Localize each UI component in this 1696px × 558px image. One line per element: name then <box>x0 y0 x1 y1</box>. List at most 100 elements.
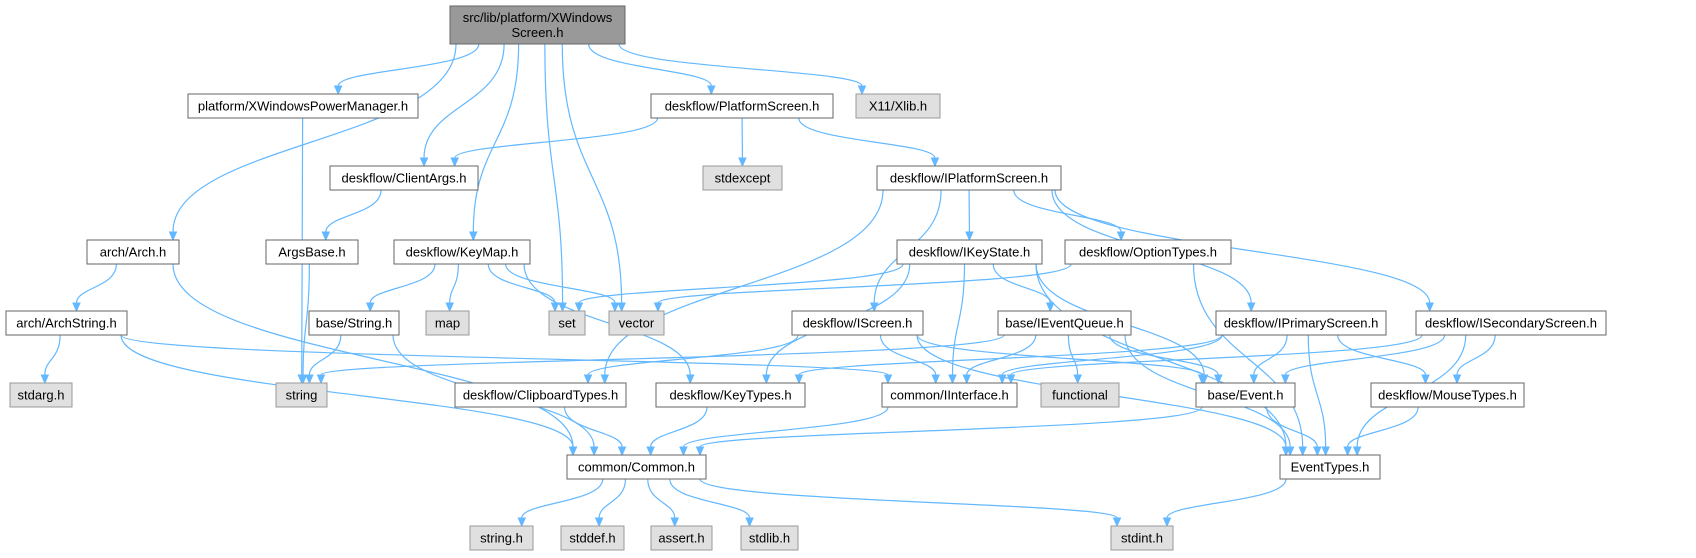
node-box <box>566 454 707 480</box>
node-box <box>449 5 626 45</box>
node-label: arch/Arch.h <box>100 245 166 260</box>
node-arch[interactable]: arch/Arch.h <box>86 239 180 265</box>
node-ikeystate[interactable]: deskflow/IKeyState.h <box>896 239 1043 265</box>
node-iprimary[interactable]: deskflow/IPrimaryScreen.h <box>1215 310 1387 336</box>
node-box <box>881 382 1018 408</box>
edge-pscreen-to-clientargs <box>450 117 659 168</box>
edge-root-to-vector <box>561 43 626 313</box>
node-ieventqueue[interactable]: base/IEventQueue.h <box>997 310 1132 336</box>
edge-common-to-stringh <box>517 478 604 528</box>
edge-pscreen-to-stdexcept <box>738 117 747 168</box>
edge-ieventqueue-to-event <box>1109 334 1223 385</box>
edge-ieventqueue-to-string <box>316 334 1005 385</box>
edge-common-to-stdint <box>699 478 1122 528</box>
edge-clientargs-to-argsbase <box>321 189 382 242</box>
node-label: deskflow/ClientArgs.h <box>342 171 467 186</box>
node-common[interactable]: common/Common.h <box>566 454 707 480</box>
edge-eventtypes-to-stdint <box>1162 478 1287 528</box>
edge-iplat-to-ikeystate <box>965 189 974 242</box>
edge-iprimary-to-keytypes <box>794 334 1223 385</box>
node-label: common/Common.h <box>578 460 695 475</box>
node-label: assert.h <box>658 531 704 546</box>
edge-common-to-stddef <box>594 478 627 528</box>
node-keymap[interactable]: deskflow/KeyMap.h <box>393 239 531 265</box>
node-power[interactable]: platform/XWindowsPowerManager.h <box>187 93 419 119</box>
node-mousetypes[interactable]: deskflow/MouseTypes.h <box>1370 382 1525 408</box>
node-box <box>1064 239 1232 265</box>
node-functional: functional <box>1040 382 1120 408</box>
node-box <box>1040 382 1120 408</box>
node-argsbase[interactable]: ArgsBase.h <box>265 239 359 265</box>
edge-arch-to-common <box>172 263 578 457</box>
node-box <box>560 525 625 551</box>
node-box <box>86 239 180 265</box>
node-box <box>454 382 627 408</box>
node-label: common/IInterface.h <box>890 388 1009 403</box>
node-box <box>650 93 834 119</box>
node-keytypes[interactable]: deskflow/KeyTypes.h <box>655 382 806 408</box>
node-map: map <box>425 310 470 336</box>
node-stringh: string.h <box>469 525 534 551</box>
node-label: stdarg.h <box>18 388 65 403</box>
node-isecondary[interactable]: deskflow/ISecondaryScreen.h <box>1415 310 1607 336</box>
node-archstring[interactable]: arch/ArchString.h <box>5 310 128 336</box>
node-label: base/IEventQueue.h <box>1005 316 1124 331</box>
node-label: deskflow/IKeyState.h <box>909 245 1030 260</box>
node-label: Screen.h <box>511 25 563 40</box>
node-box <box>275 382 328 408</box>
node-pscreen[interactable]: deskflow/PlatformScreen.h <box>650 93 834 119</box>
edge-mousetypes-to-eventtypes <box>1343 406 1419 457</box>
edge-common-to-assert <box>647 478 680 528</box>
node-box <box>9 382 73 408</box>
edge-root-to-keymap <box>469 43 520 242</box>
edge-isecondary-to-iinterface <box>1006 334 1423 385</box>
edge-iplat-to-optiontypes <box>1013 189 1126 242</box>
edge-isecondary-to-mousetypes <box>1452 334 1496 385</box>
node-box <box>393 239 531 265</box>
node-box <box>1195 382 1296 408</box>
node-box <box>608 310 665 336</box>
node-event[interactable]: base/Event.h <box>1195 382 1296 408</box>
node-label: deskflow/IPrimaryScreen.h <box>1224 316 1379 331</box>
node-basestring[interactable]: base/String.h <box>308 310 400 336</box>
edge-argsbase-to-string <box>298 263 310 385</box>
node-clipboardtypes[interactable]: deskflow/ClipboardTypes.h <box>454 382 627 408</box>
node-box <box>702 165 783 191</box>
node-stdexcept: stdexcept <box>702 165 783 191</box>
edge-ikeystate-to-set <box>574 263 904 313</box>
node-iplat[interactable]: deskflow/IPlatformScreen.h <box>876 165 1062 191</box>
node-stdint: stdint.h <box>1110 525 1174 551</box>
node-clientargs[interactable]: deskflow/ClientArgs.h <box>329 165 479 191</box>
node-iinterface[interactable]: common/IInterface.h <box>881 382 1018 408</box>
edge-root-to-clientargs <box>419 43 505 168</box>
edge-iprimary-to-iinterface <box>997 334 1223 385</box>
node-string: string <box>275 382 328 408</box>
edge-iscreen-to-iinterface <box>879 334 940 385</box>
node-eventtypes[interactable]: EventTypes.h <box>1279 454 1381 480</box>
node-label: X11/Xlib.h <box>869 99 927 114</box>
node-label: functional <box>1052 388 1108 403</box>
node-label: deskflow/ClipboardTypes.h <box>463 388 618 403</box>
node-label: stdlib.h <box>749 531 790 546</box>
node-box <box>876 165 1062 191</box>
node-optiontypes[interactable]: deskflow/OptionTypes.h <box>1064 239 1232 265</box>
node-box <box>1279 454 1381 480</box>
node-label: deskflow/ISecondaryScreen.h <box>1425 316 1597 331</box>
node-label: stddef.h <box>569 531 615 546</box>
node-box <box>855 93 941 119</box>
node-label: deskflow/KeyTypes.h <box>669 388 791 403</box>
node-label: deskflow/IScreen.h <box>803 316 913 331</box>
node-box <box>650 525 713 551</box>
node-label: base/String.h <box>316 316 393 331</box>
node-vector: vector <box>608 310 665 336</box>
node-label: set <box>558 316 576 331</box>
edge-iprimary-to-mousetypes <box>1337 334 1430 385</box>
node-label: arch/ArchString.h <box>16 316 116 331</box>
edge-basestring-to-string <box>305 334 342 385</box>
edge-clipboardtypes-to-common <box>563 406 627 457</box>
node-iscreen[interactable]: deskflow/IScreen.h <box>791 310 924 336</box>
node-label: map <box>435 316 460 331</box>
node-label: base/Event.h <box>1208 388 1284 403</box>
